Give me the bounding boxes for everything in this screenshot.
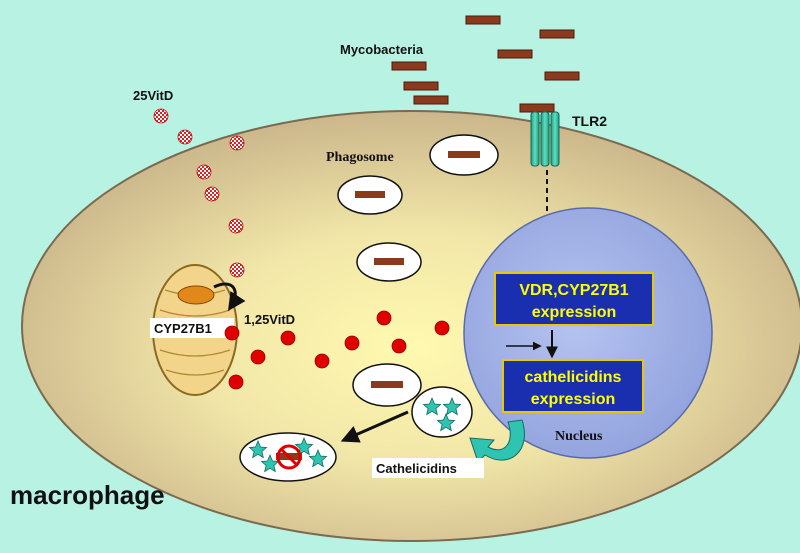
prohibition-icon: [276, 444, 302, 470]
bacterium: [539, 29, 575, 39]
export-arrow: [469, 419, 525, 463]
vitd25-label: 25VitD: [133, 88, 173, 103]
vitd125-particle: [250, 349, 266, 365]
vdr-expression-line2: expression: [532, 304, 616, 321]
phagosome-label: Phagosome: [326, 150, 394, 165]
mycobacteria-label: Mycobacteria: [340, 42, 424, 57]
vitd125-label: 1,25VitD: [244, 312, 295, 327]
tlr2-receptor: [530, 111, 560, 167]
fusion-arrow: [340, 410, 409, 443]
star-icon: [436, 412, 456, 432]
vitd125-particle: [280, 330, 296, 346]
bacterium: [519, 103, 555, 113]
phagosomes: [337, 134, 499, 407]
vitd25-particle: [229, 135, 245, 151]
phagolysosome-stars: [248, 436, 328, 473]
cathelicidin-stars: [422, 396, 462, 432]
vitd25-particles: [153, 108, 245, 278]
star-icon: [422, 396, 442, 416]
star-icon: [308, 448, 328, 468]
nucleus: [463, 207, 713, 459]
vitd125-particle: [376, 310, 392, 326]
vitd25-particle: [228, 218, 244, 234]
vitd25-particle: [153, 108, 169, 124]
nucleus-label: Nucleus: [555, 429, 603, 444]
vdr-expression-box: [494, 272, 654, 326]
vitd125-particle: [391, 338, 407, 354]
vitd125-particle: [344, 335, 360, 351]
vitd125-particle: [224, 325, 240, 341]
tlr2-label: TLR2: [572, 113, 607, 129]
macrophage-label: macrophage: [10, 480, 165, 510]
bacterium: [544, 71, 580, 81]
bacterium: [374, 258, 404, 265]
star-icon: [248, 439, 268, 459]
cyp27b1-enzyme: [177, 285, 215, 305]
star-icon: [294, 436, 314, 456]
vitd25-particle: [177, 129, 193, 145]
star-icon: [442, 396, 462, 416]
bacterium: [355, 191, 385, 198]
bacterium: [448, 151, 480, 158]
star-icon: [260, 453, 280, 473]
vitd125-particle: [228, 374, 244, 390]
cathelicidins-label: Cathelicidins: [376, 461, 457, 476]
cathelicidins-expression-line2: expression: [531, 391, 615, 408]
bacterium: [403, 81, 439, 91]
cathelicidins-expression-line1: cathelicidins: [525, 369, 622, 386]
bacterium: [391, 61, 427, 71]
vitd125-particle: [314, 353, 330, 369]
mycobacteria-extracellular: [391, 15, 580, 113]
bacterium: [497, 49, 533, 59]
vitd125-particle: [434, 320, 450, 336]
bacterium: [413, 95, 449, 105]
vdr-expression-line1: VDR,CYP27B1: [519, 282, 628, 299]
cathelicidins-label-bg: [372, 458, 484, 478]
bacterium: [465, 15, 501, 25]
cathelicidin-vesicle: [411, 386, 473, 438]
cathelicidins-expression-box: [502, 359, 644, 413]
cyp27b1-label: CYP27B1: [154, 321, 212, 336]
vitd25-particle: [229, 262, 245, 278]
conversion-arrow: [213, 282, 246, 311]
vitd25-particle: [196, 164, 212, 180]
vitd25-particle: [204, 186, 220, 202]
cyp27b1-label-bg: [150, 318, 234, 338]
bacterium: [371, 381, 403, 388]
